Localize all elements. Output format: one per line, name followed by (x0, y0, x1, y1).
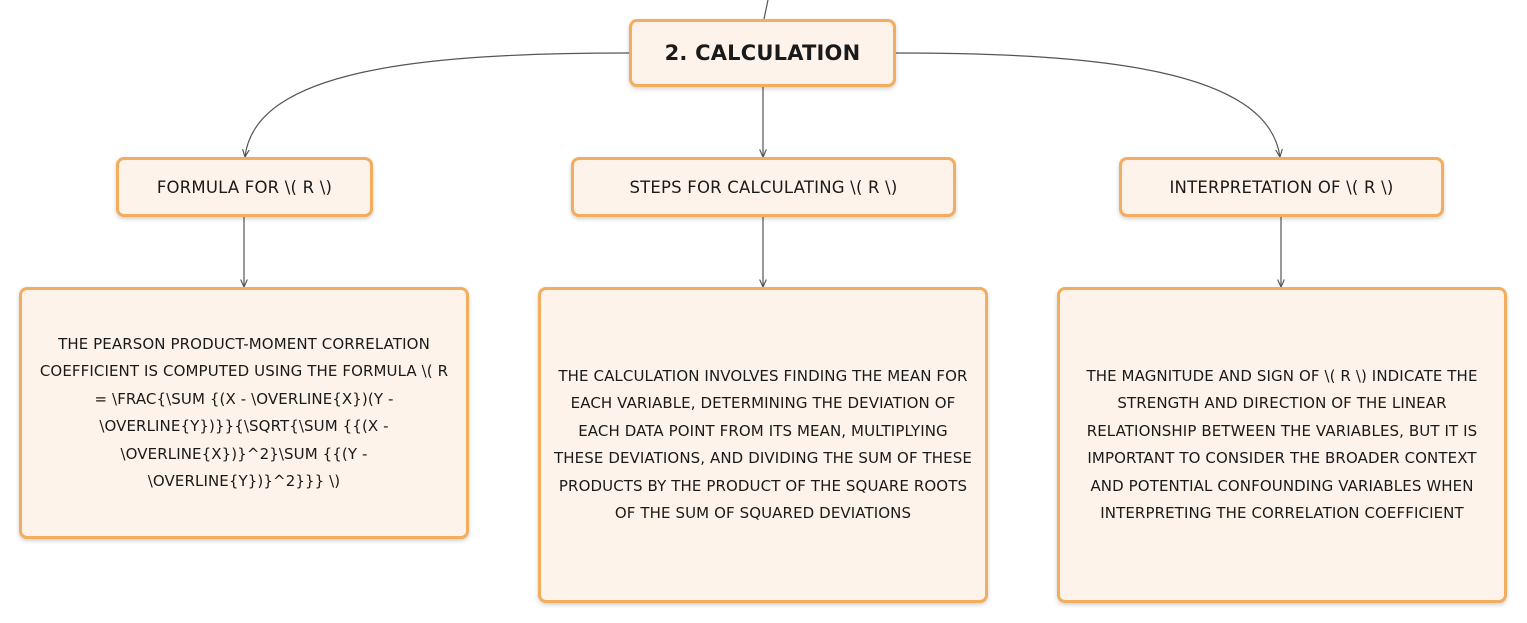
branch-node-label: FORMULA FOR \( R \) (156, 177, 333, 197)
branch-node-label: STEPS FOR CALCULATING \( R \) (629, 177, 898, 197)
detail-node-interpretation[interactable]: THE MAGNITUDE AND SIGN OF \( R \) INDICA… (1057, 287, 1507, 603)
detail-node-formula[interactable]: THE PEARSON PRODUCT-MOMENT CORRELATION C… (19, 287, 469, 539)
connector-root-to-interpretation (895, 52, 1280, 157)
detail-node-text: THE CALCULATION INVOLVES FINDING THE MEA… (554, 366, 972, 523)
detail-node-text: THE MAGNITUDE AND SIGN OF \( R \) INDICA… (1086, 366, 1478, 523)
branch-node-steps[interactable]: STEPS FOR CALCULATING \( R \) (571, 157, 956, 217)
branch-node-interpretation[interactable]: INTERPRETATION OF \( R \) (1119, 157, 1444, 217)
root-node-label: 2. CALCULATION (664, 41, 861, 65)
connector-root-to-formula (245, 52, 630, 157)
incoming-connector (763, 0, 769, 20)
branch-node-formula[interactable]: FORMULA FOR \( R \) (116, 157, 373, 217)
branch-node-label: INTERPRETATION OF \( R \) (1169, 177, 1394, 197)
detail-node-text: THE PEARSON PRODUCT-MOMENT CORRELATION C… (39, 334, 449, 491)
root-node-calculation[interactable]: 2. CALCULATION (629, 19, 896, 87)
detail-node-steps[interactable]: THE CALCULATION INVOLVES FINDING THE MEA… (538, 287, 988, 603)
